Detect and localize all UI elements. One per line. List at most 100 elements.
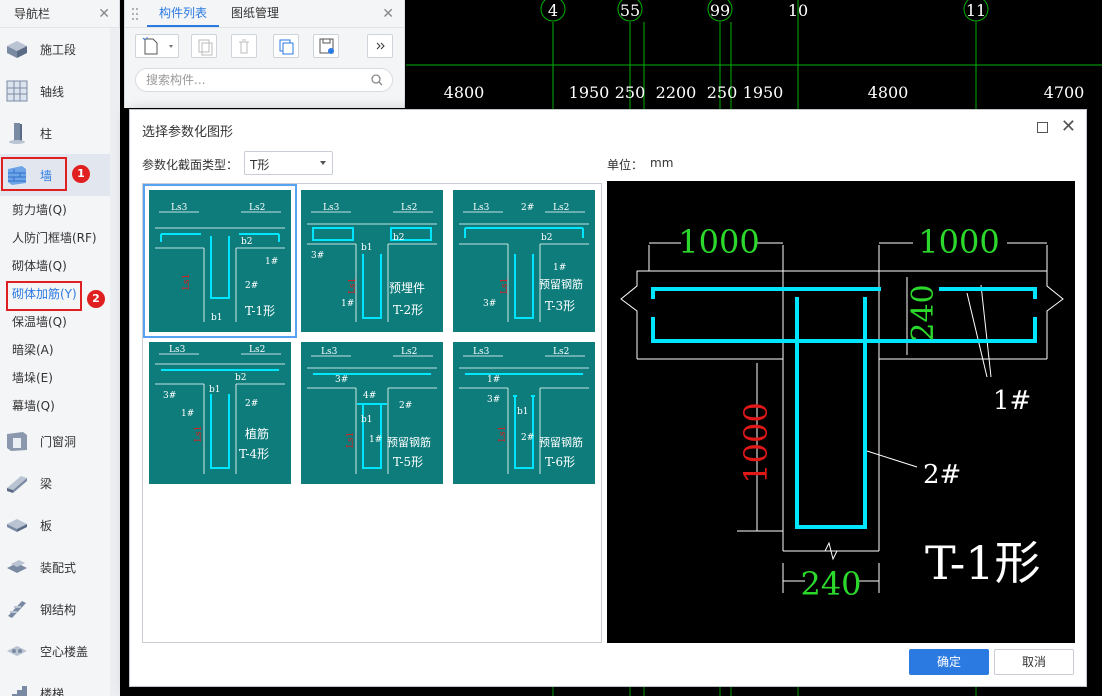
svg-text:1#: 1# [553, 263, 566, 273]
cancel-button[interactable]: 取消 [994, 649, 1074, 675]
svg-text:预留钢筋: 预留钢筋 [539, 277, 583, 291]
section-type-select[interactable]: T形 [244, 151, 333, 175]
nav-item-grid-axis[interactable]: 轴线 [0, 70, 119, 112]
nav-item-column[interactable]: 柱 [0, 112, 119, 154]
rebar-outline [651, 287, 1037, 529]
nav-item-label: 板 [40, 518, 53, 533]
delete-component-button[interactable] [231, 34, 257, 58]
sub-item-masonry-wall[interactable]: 砌体墙(Q) [12, 259, 67, 273]
svg-text:3#: 3# [311, 251, 324, 261]
t3-section-diagram: Ls3 2# Ls2 b2 1# 3# Ls1 预留钢筋 T-3形 [459, 203, 589, 322]
svg-text:2#: 2# [245, 399, 258, 409]
dimension-text: 250 [707, 83, 738, 102]
panel-close-icon[interactable]: ✕ [382, 6, 394, 22]
nav-item-steel-structure[interactable]: 钢结构 [0, 588, 119, 630]
axis-label: 11 [966, 1, 986, 20]
tab-drawing-management[interactable]: 图纸管理 [231, 6, 280, 20]
copy-component-button[interactable] [191, 34, 217, 58]
nav-close-icon[interactable]: ✕ [98, 6, 110, 22]
thumbnail-t5[interactable]: Ls3 Ls2 3# 4# 2# b1 1# Ls1 预留钢筋 T-5形 [297, 338, 447, 488]
new-component-button[interactable] [135, 34, 179, 58]
thumbnail-t2[interactable]: Ls3 Ls2 b2 3# b1 1# Ls1 预埋件 T-2形 [297, 186, 447, 336]
svg-text:T-3形: T-3形 [545, 299, 575, 313]
thumbnail-t6[interactable]: Ls3 Ls2 1# 3# b1 2# Ls1 预留钢筋 T-6形 [449, 338, 599, 488]
new-document-icon [142, 37, 173, 55]
dialog-title: 选择参数化图形 [142, 125, 234, 140]
drag-handle-icon[interactable] [131, 7, 139, 21]
unit-label: 单位： [607, 158, 644, 172]
nav-item-beam[interactable]: 梁 [0, 462, 119, 504]
dimension-text: 4800 [868, 83, 909, 102]
t5-section-diagram: Ls3 Ls2 3# 4# 2# b1 1# Ls1 预留钢筋 T-5形 [307, 347, 437, 474]
nav-item-prefab[interactable]: 装配式 [0, 546, 119, 588]
svg-text:Ls3: Ls3 [473, 347, 490, 357]
dim-right: 1000 [918, 223, 999, 261]
sub-item-masonry-reinforcement[interactable]: 砌体加筋(Y) [12, 287, 77, 301]
nav-item-label: 柱 [40, 126, 53, 141]
panel-tabs: 构件列表 图纸管理 ✕ [125, 0, 404, 28]
sub-item-hidden-beam[interactable]: 暗梁(A) [12, 343, 54, 357]
svg-text:Ls3: Ls3 [321, 347, 338, 357]
nav-item-stair[interactable]: 楼梯 [0, 672, 119, 696]
svg-text:2#: 2# [521, 433, 534, 443]
axis-label: 99 [710, 1, 730, 20]
construction-stage-icon [4, 36, 30, 62]
axis-label: 10 [788, 1, 808, 20]
axis-bubble [707, 0, 733, 22]
sub-item-civil-defense-door-frame-wall[interactable]: 人防门框墙(RF) [12, 231, 97, 245]
shape-preview: 1000 1000 240 1000 240 1# 2# T-1形 [607, 181, 1075, 643]
nav-scrollbar[interactable] [110, 28, 120, 696]
thumbnail-t3[interactable]: Ls3 2# Ls2 b2 1# 3# Ls1 预留钢筋 T-3形 [449, 186, 599, 336]
thumbnail-t1[interactable]: Ls3 Ls2 b2 1# 2# b1 Ls1 T-1形 [143, 184, 297, 338]
ok-button[interactable]: 确定 [909, 649, 989, 675]
svg-text:1#: 1# [265, 257, 278, 267]
svg-text:b1: b1 [517, 407, 529, 417]
svg-text:4#: 4# [363, 391, 376, 401]
dimension-text: 1950 [569, 83, 610, 102]
nav-header: 导航栏 ✕ [0, 0, 119, 28]
nav-item-slab[interactable]: 板 [0, 504, 119, 546]
svg-text:Ls2: Ls2 [401, 203, 417, 213]
svg-text:3#: 3# [483, 299, 496, 309]
svg-text:T-6形: T-6形 [545, 455, 575, 469]
search-icon[interactable] [370, 73, 384, 87]
svg-text:b2: b2 [393, 233, 405, 243]
close-icon[interactable]: ✕ [1060, 116, 1076, 137]
component-search-box[interactable] [135, 68, 393, 92]
svg-text:预留钢筋: 预留钢筋 [387, 435, 431, 449]
sub-item-shear-wall[interactable]: 剪力墙(Q) [12, 203, 67, 217]
svg-text:T-4形: T-4形 [239, 447, 269, 461]
dimension-text: 4700 [1044, 83, 1085, 102]
thumbnail-t4[interactable]: Ls3 Ls2 b2 3# b1 2# 1# Ls1 植筋 T-4形 [145, 338, 295, 488]
dim-bottom: 240 [800, 565, 861, 603]
sub-item-curtain-wall[interactable]: 幕墙(Q) [12, 399, 55, 413]
sub-item-insulation-wall[interactable]: 保温墙(Q) [12, 315, 67, 329]
svg-text:b1: b1 [361, 243, 373, 253]
layer-copy-button[interactable] [273, 34, 299, 58]
nav-item-label: 梁 [40, 476, 53, 491]
more-options-button[interactable] [367, 34, 393, 58]
component-search-input[interactable] [146, 72, 366, 88]
maximize-icon[interactable] [1037, 122, 1048, 133]
steel-structure-icon [4, 596, 30, 622]
t1-preview-diagram: 1000 1000 240 1000 240 1# 2# T-1形 [620, 223, 1064, 603]
svg-text:b1: b1 [211, 313, 223, 323]
sub-item-wall-pier[interactable]: 墙垛(E) [12, 371, 53, 385]
nav-item-label: 轴线 [40, 84, 65, 99]
nav-item-label: 门窗洞 [40, 434, 77, 449]
save-template-button[interactable] [313, 34, 339, 58]
svg-text:1#: 1# [181, 409, 194, 419]
hollow-floor-icon [4, 638, 30, 664]
nav-item-door-window[interactable]: 门窗洞 [0, 420, 119, 462]
svg-text:3#: 3# [163, 391, 176, 401]
tab-component-list[interactable]: 构件列表 [147, 0, 220, 27]
trash-icon [239, 39, 249, 54]
svg-text:1#: 1# [341, 299, 354, 309]
svg-text:Ls1: Ls1 [498, 426, 508, 442]
nav-item-construction-stage[interactable]: 施工段 [0, 28, 119, 70]
nav-item-hollow-floor[interactable]: 空心楼盖 [0, 630, 119, 672]
svg-text:T-5形: T-5形 [393, 455, 423, 469]
svg-text:Ls1: Ls1 [346, 432, 356, 448]
svg-text:预埋件: 预埋件 [389, 281, 425, 295]
preview-shape-name: T-1形 [925, 536, 1041, 590]
